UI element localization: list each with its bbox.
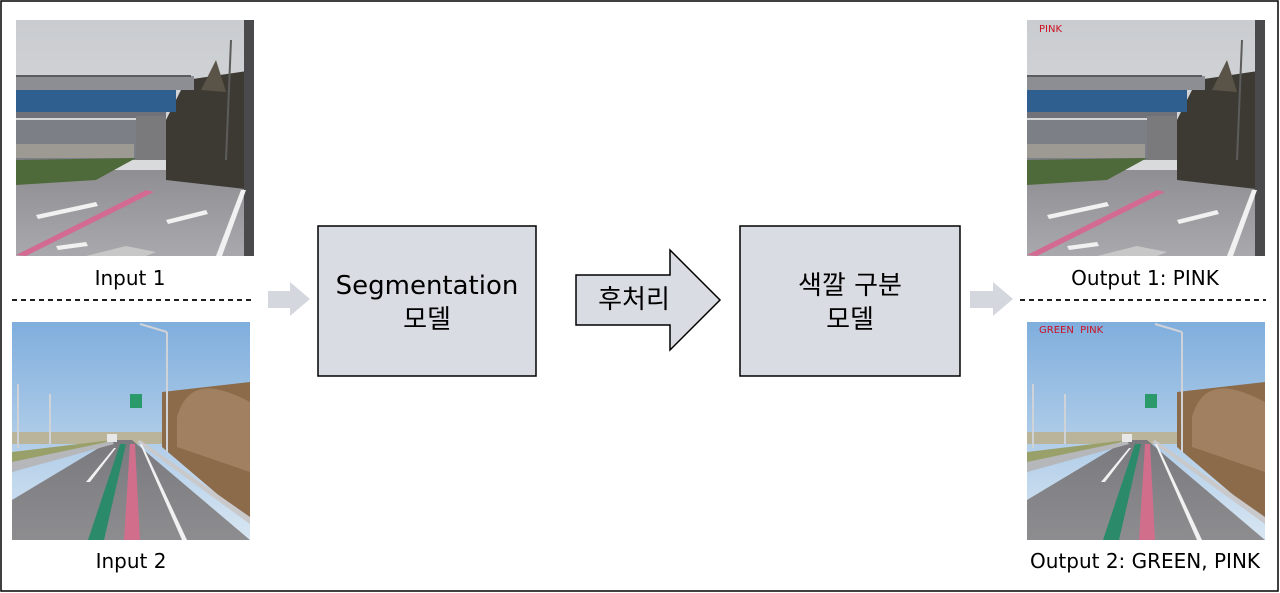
input-image-2 xyxy=(12,322,250,540)
output-label-1: Output 1: PINK xyxy=(1071,266,1220,290)
output-label-2: Output 2: GREEN, PINK xyxy=(1030,549,1261,573)
output-overlay-text-2: GREEN PINK xyxy=(1039,325,1104,336)
output-overlay-text-1: PINK xyxy=(1039,24,1062,35)
input-image-1 xyxy=(16,20,254,256)
input-label-2: Input 2 xyxy=(96,549,167,573)
segmentation-model-subtitle: 모델 xyxy=(403,305,451,335)
input-to-segmentation-arrow xyxy=(268,282,310,316)
input-label-1: Input 1 xyxy=(95,266,166,290)
postprocess-arrow: 후처리 xyxy=(575,248,722,352)
segmentation-model-title: Segmentation xyxy=(336,271,519,301)
output-image-2 xyxy=(1027,322,1265,540)
color-model-subtitle: 모델 xyxy=(826,305,874,335)
color-model-box: 색깔 구분 모델 xyxy=(739,225,961,377)
color-model-title: 색깔 구분 xyxy=(798,271,902,301)
segmentation-model-box: Segmentation 모델 xyxy=(317,225,537,377)
color-model-to-output-arrow xyxy=(970,282,1013,316)
postprocess-label: 후처리 xyxy=(598,285,670,315)
output-image-1 xyxy=(1027,20,1265,256)
